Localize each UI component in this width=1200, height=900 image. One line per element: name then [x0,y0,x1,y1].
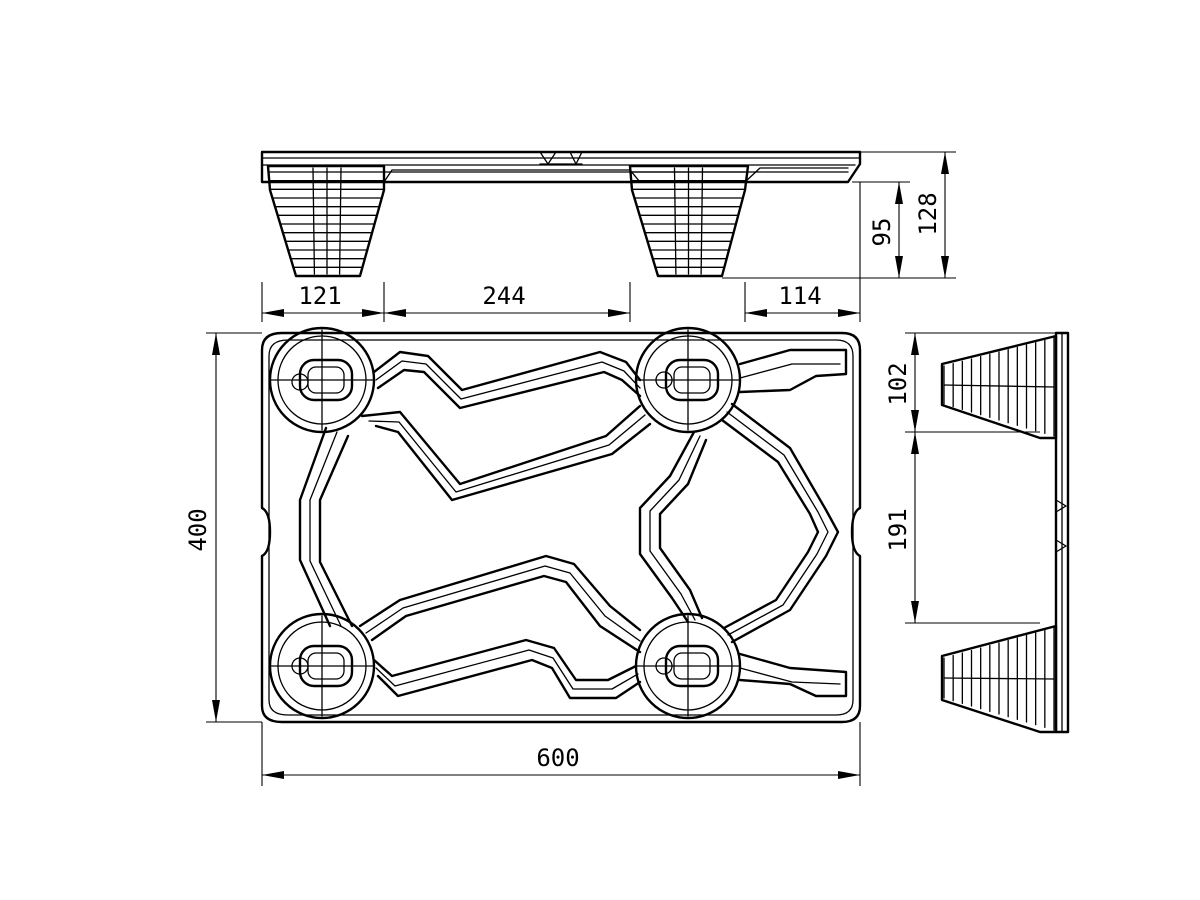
dim-102: 102 [884,362,912,405]
end-view-top-foot [940,334,1058,440]
end-view-deck [1054,331,1070,734]
dim-114: 114 [778,282,821,310]
corner-pad-bottom-right [634,612,742,720]
corner-pad-top-right [634,326,742,434]
end-view-bottom-foot [940,624,1058,734]
hatch-line [943,384,1055,388]
dim-600: 600 [536,744,579,772]
hatch-line [700,167,704,275]
dimension-labels: 121 244 114 95 128 400 600 102 191 [184,192,942,772]
dim-128: 128 [914,192,942,235]
dimension-lines [206,151,1056,786]
dim-121: 121 [298,282,341,310]
dim-244: 244 [482,282,525,310]
reinforcement-ribs [298,348,848,700]
side-view [260,150,862,278]
dim-400: 400 [184,508,212,551]
corner-pad-top-left [268,326,376,434]
top-view [260,326,862,724]
corner-pad-bottom-left [268,612,376,720]
side-view-deck [260,150,862,184]
hatch-line [338,167,342,275]
dim-95: 95 [868,218,896,247]
hatch-line [673,167,677,275]
hatch-line [312,167,316,275]
corner-pads [268,326,742,720]
end-view [940,331,1070,734]
dim-191: 191 [884,508,912,551]
top-view-outline [260,331,862,724]
hatch-line [943,677,1055,680]
